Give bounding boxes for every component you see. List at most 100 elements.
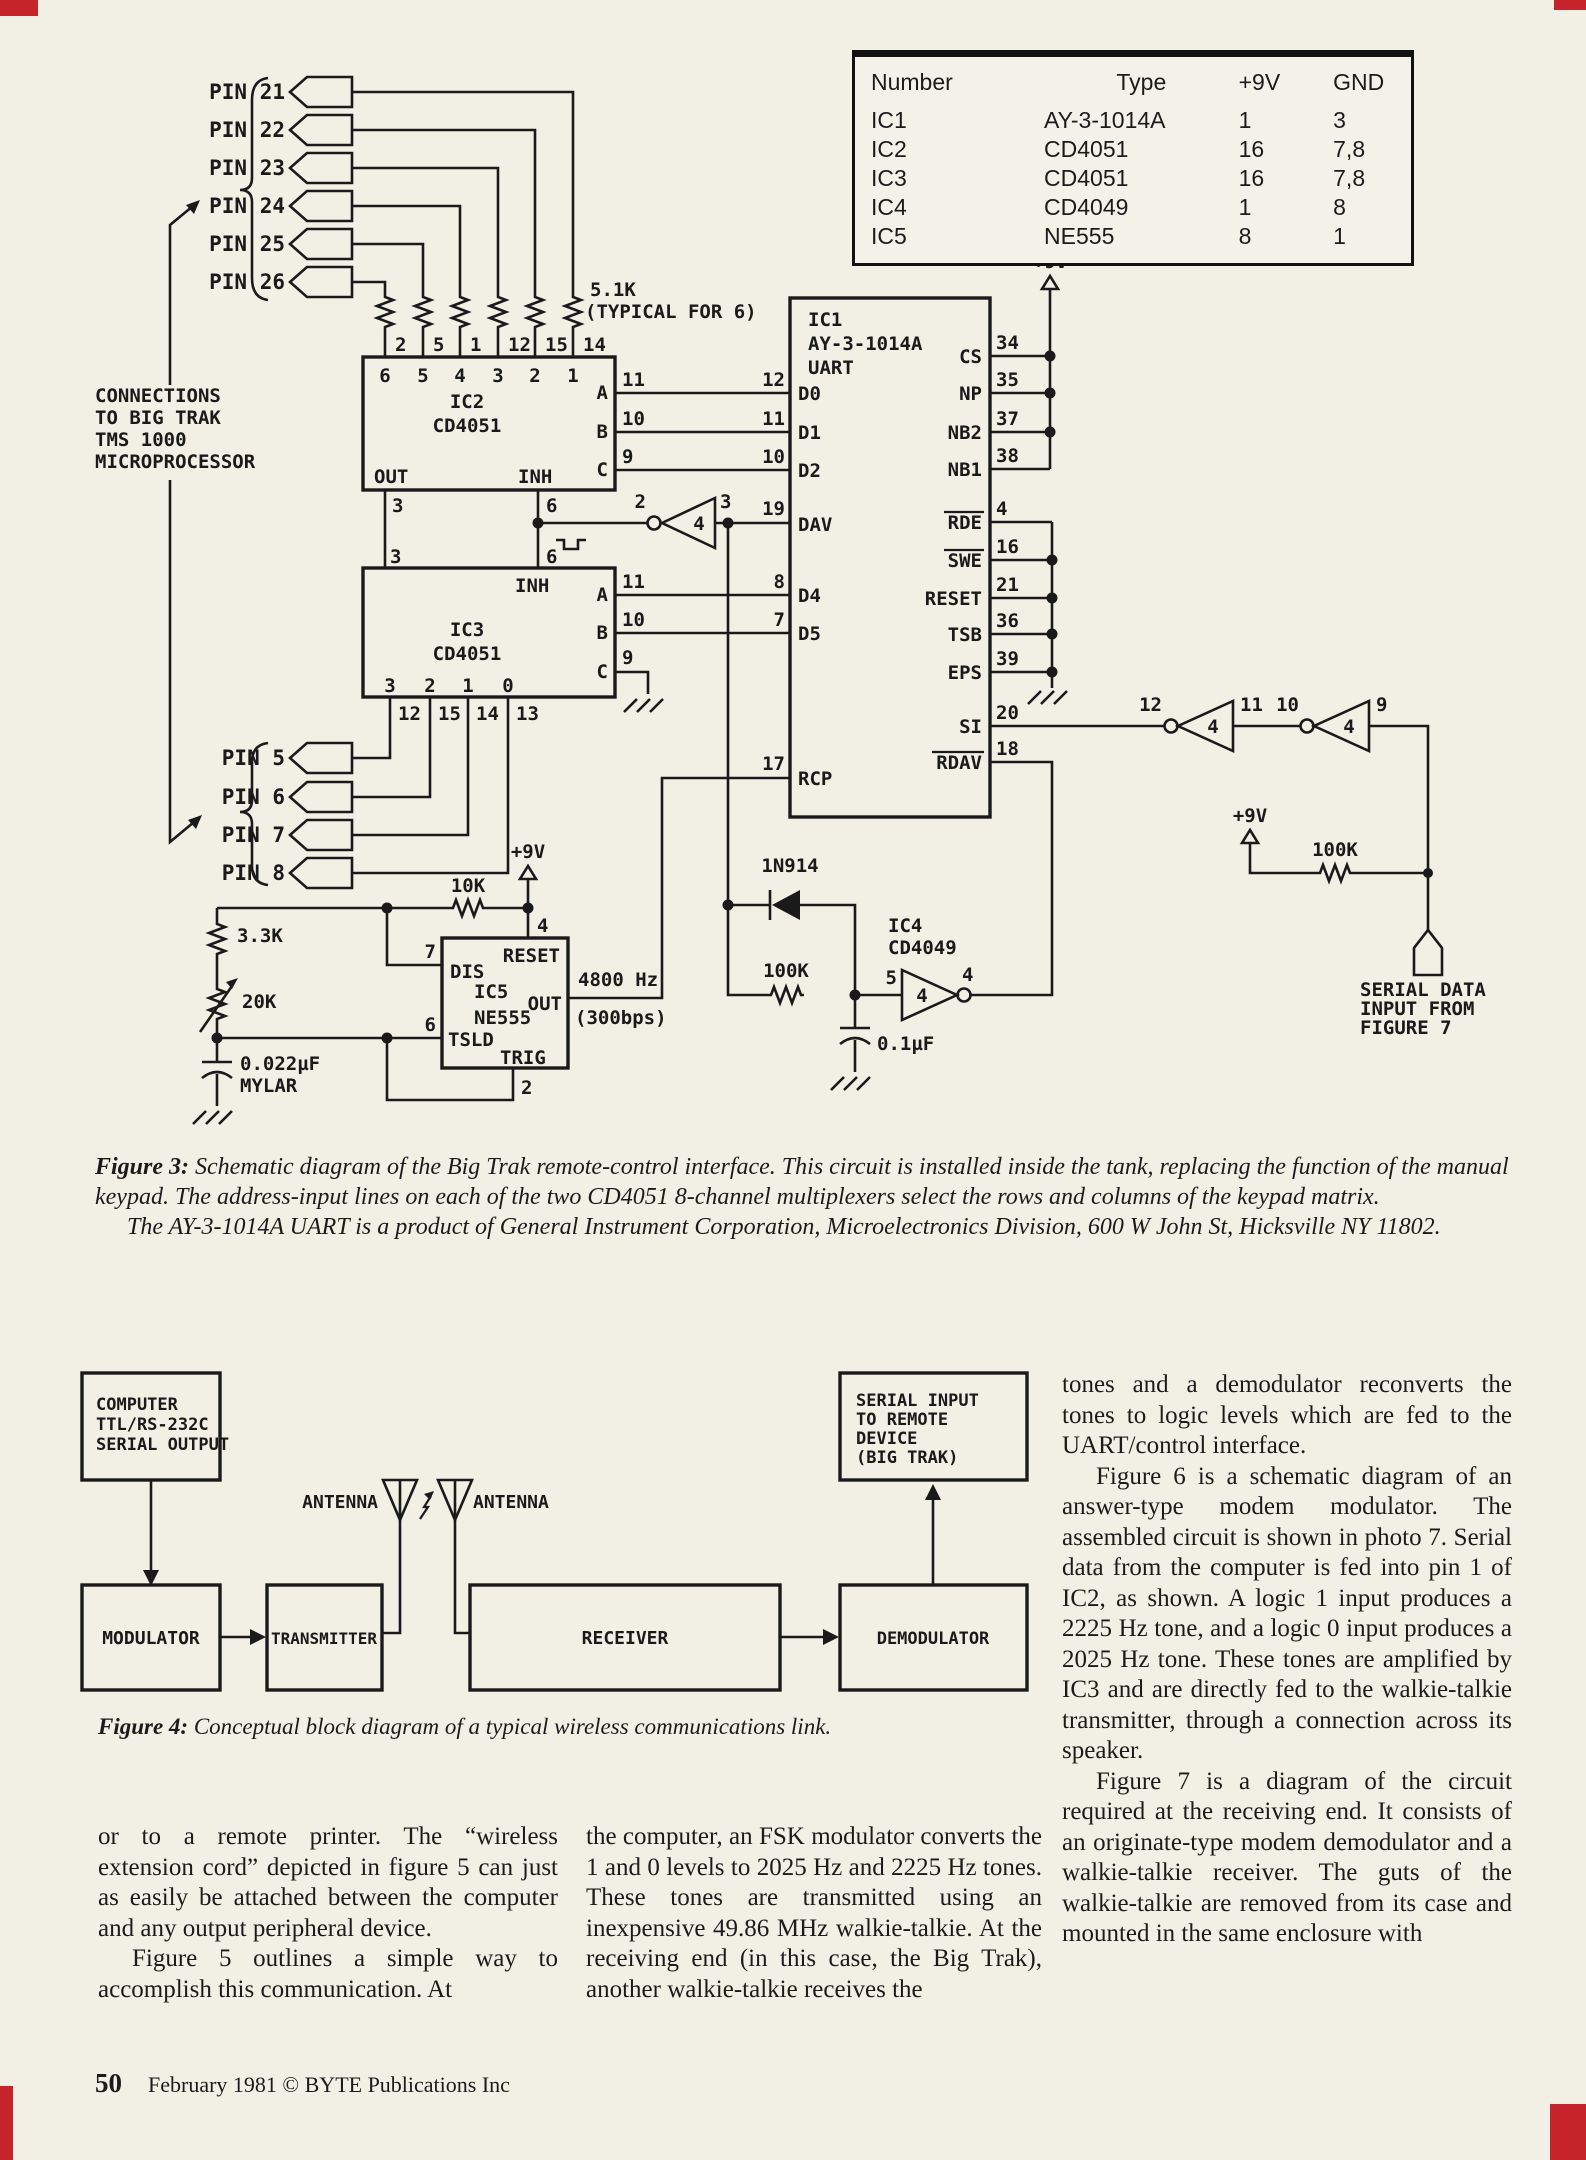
pin-label: PIN 6 xyxy=(222,785,285,809)
pin-name: B xyxy=(597,622,608,644)
scan-mark-bottom-right xyxy=(1550,2104,1586,2160)
cell: 7,8 xyxy=(1333,165,1366,191)
resistor-value: 10K xyxy=(451,875,486,897)
figure3-caption: Figure 3: Schematic diagram of the Big T… xyxy=(95,1152,1519,1242)
pin-name: D5 xyxy=(798,623,821,645)
resistor-value: 100K xyxy=(1312,839,1358,861)
serial-input-box xyxy=(838,1371,1029,1482)
pin-name: INH xyxy=(518,466,552,488)
pin-name: EPS xyxy=(948,662,982,684)
pin-number: 6 xyxy=(546,495,557,517)
transmitter-box xyxy=(265,1583,384,1692)
box-label: SERIAL INPUT xyxy=(856,1391,979,1411)
pin-label: PIN 21 xyxy=(209,80,285,104)
chip-part: CD4051 xyxy=(433,643,502,665)
pin-label: PIN 8 xyxy=(222,861,285,885)
cell: 16 xyxy=(1238,136,1265,162)
junction-dots xyxy=(211,350,1058,1044)
cell: 8 xyxy=(1238,223,1252,249)
box-label: TO REMOTE xyxy=(856,1410,948,1430)
cell: 1 xyxy=(1238,107,1252,133)
pin-number: 9 xyxy=(622,446,633,468)
cell: IC2 xyxy=(871,136,907,162)
box-label: COMPUTER xyxy=(96,1395,179,1415)
page-number: 50 xyxy=(95,2068,122,2098)
caption-label: Figure 4: xyxy=(98,1714,189,1739)
pin-number: 12 xyxy=(398,703,421,725)
chip-name: IC4 xyxy=(888,915,922,937)
resistor-note: (TYPICAL FOR 6) xyxy=(585,301,757,323)
pin-number: 36 xyxy=(996,610,1019,632)
pin-name: B xyxy=(597,421,608,443)
chip-part: NE555 xyxy=(474,1007,531,1029)
pin-number: 12 xyxy=(1139,694,1162,716)
pin-number: 11 xyxy=(762,408,785,430)
pin-number: 2 xyxy=(395,334,406,356)
supply-label: +9V xyxy=(511,841,545,863)
pin-number: 11 xyxy=(622,571,645,593)
pin-label: PIN 22 xyxy=(209,118,285,142)
pin-number: 12 xyxy=(762,369,785,391)
resistor-value: 20K xyxy=(242,991,277,1013)
body-column-1: or to a remote printer. The “wireless ex… xyxy=(98,1822,558,2005)
diode-label: 1N914 xyxy=(761,855,818,877)
pin-name: SI xyxy=(959,716,982,738)
pin-number: 38 xyxy=(996,445,1019,467)
pin-number: 15 xyxy=(545,334,568,356)
note-line: MICROPROCESSOR xyxy=(95,451,256,473)
note-line: TO BIG TRAK xyxy=(95,407,221,429)
capacitor-type: MYLAR xyxy=(240,1075,298,1097)
serial-input-buffers: 12 4 11 10 4 9 +9V 100K SERIAL DATA INPU… xyxy=(990,694,1486,1039)
cell: CD4051 xyxy=(1044,165,1129,191)
gate-number: 4 xyxy=(1343,716,1354,738)
serial-input-label: INPUT FROM xyxy=(1360,998,1474,1020)
pin-number: 2 xyxy=(424,675,435,697)
pin-name: D4 xyxy=(798,585,821,607)
pin-label: PIN 23 xyxy=(209,156,285,180)
pin-number: 8 xyxy=(774,571,785,593)
pin-name: D1 xyxy=(798,422,821,444)
footer-text: February 1981 © BYTE Publications Inc xyxy=(148,2072,510,2097)
cell: 1 xyxy=(1238,194,1252,220)
antenna-label: ANTENNA xyxy=(473,1492,549,1513)
table-row: IC1 AY-3-1014A 1 3 xyxy=(855,106,1411,135)
pin-number: 3 xyxy=(384,675,395,697)
paragraph: Figure 5 outlines a simple way to accomp… xyxy=(98,1945,558,2003)
box-label: TRANSMITTER xyxy=(271,1629,377,1648)
rf-link-icon xyxy=(419,1495,432,1520)
cell: CD4051 xyxy=(1044,136,1129,162)
chip-part: AY-3-1014A xyxy=(808,333,923,355)
cell: 3 xyxy=(1333,107,1346,133)
paragraph: Figure 7 is a diagram of the circuit req… xyxy=(1062,1767,1512,1948)
body-column-3: tones and a demodulator reconverts the t… xyxy=(1062,1370,1512,1950)
box-label: DEMODULATOR xyxy=(877,1629,990,1649)
pin-number: 4 xyxy=(454,365,465,387)
col-header: GND xyxy=(1333,69,1385,95)
pin-label: PIN 24 xyxy=(209,194,285,218)
cell: 7,8 xyxy=(1333,136,1366,162)
col-header: +9V xyxy=(1238,69,1281,95)
cell: IC1 xyxy=(871,107,907,133)
ic2-chip: 2 5 1 12 15 14 6 5 4 3 2 1 IC2 CD4051 OU… xyxy=(361,334,790,568)
pin-number: 2 xyxy=(635,491,646,513)
pin-label: PIN 25 xyxy=(209,232,285,256)
body-column-2: the computer, an FSK modulator converts … xyxy=(586,1822,1042,2005)
pin-name: D0 xyxy=(798,383,821,405)
scan-mark-top-left xyxy=(0,0,38,16)
pin-number: 1 xyxy=(567,365,578,387)
chip-name: IC2 xyxy=(450,391,484,413)
pin-number: 7 xyxy=(774,609,785,631)
pin-name: NP xyxy=(959,383,982,405)
pin-number: 10 xyxy=(622,408,645,430)
pin-number: 4 xyxy=(537,915,548,937)
box-label: MODULATOR xyxy=(102,1628,200,1649)
table-row: IC5 NE555 8 1 xyxy=(855,222,1411,251)
pin-number: 9 xyxy=(1376,694,1387,716)
cell: NE555 xyxy=(1044,223,1115,249)
pin-number: 11 xyxy=(1240,694,1263,716)
pin-number: 10 xyxy=(622,609,645,631)
pin-label: PIN 26 xyxy=(209,270,285,294)
timer-circuit: RESET DIS IC5 OUT NE555 TSLD TRIG 10K +9… xyxy=(191,776,790,1126)
pin-number: 16 xyxy=(996,536,1019,558)
box-label: TTL/RS-232C xyxy=(96,1415,209,1435)
